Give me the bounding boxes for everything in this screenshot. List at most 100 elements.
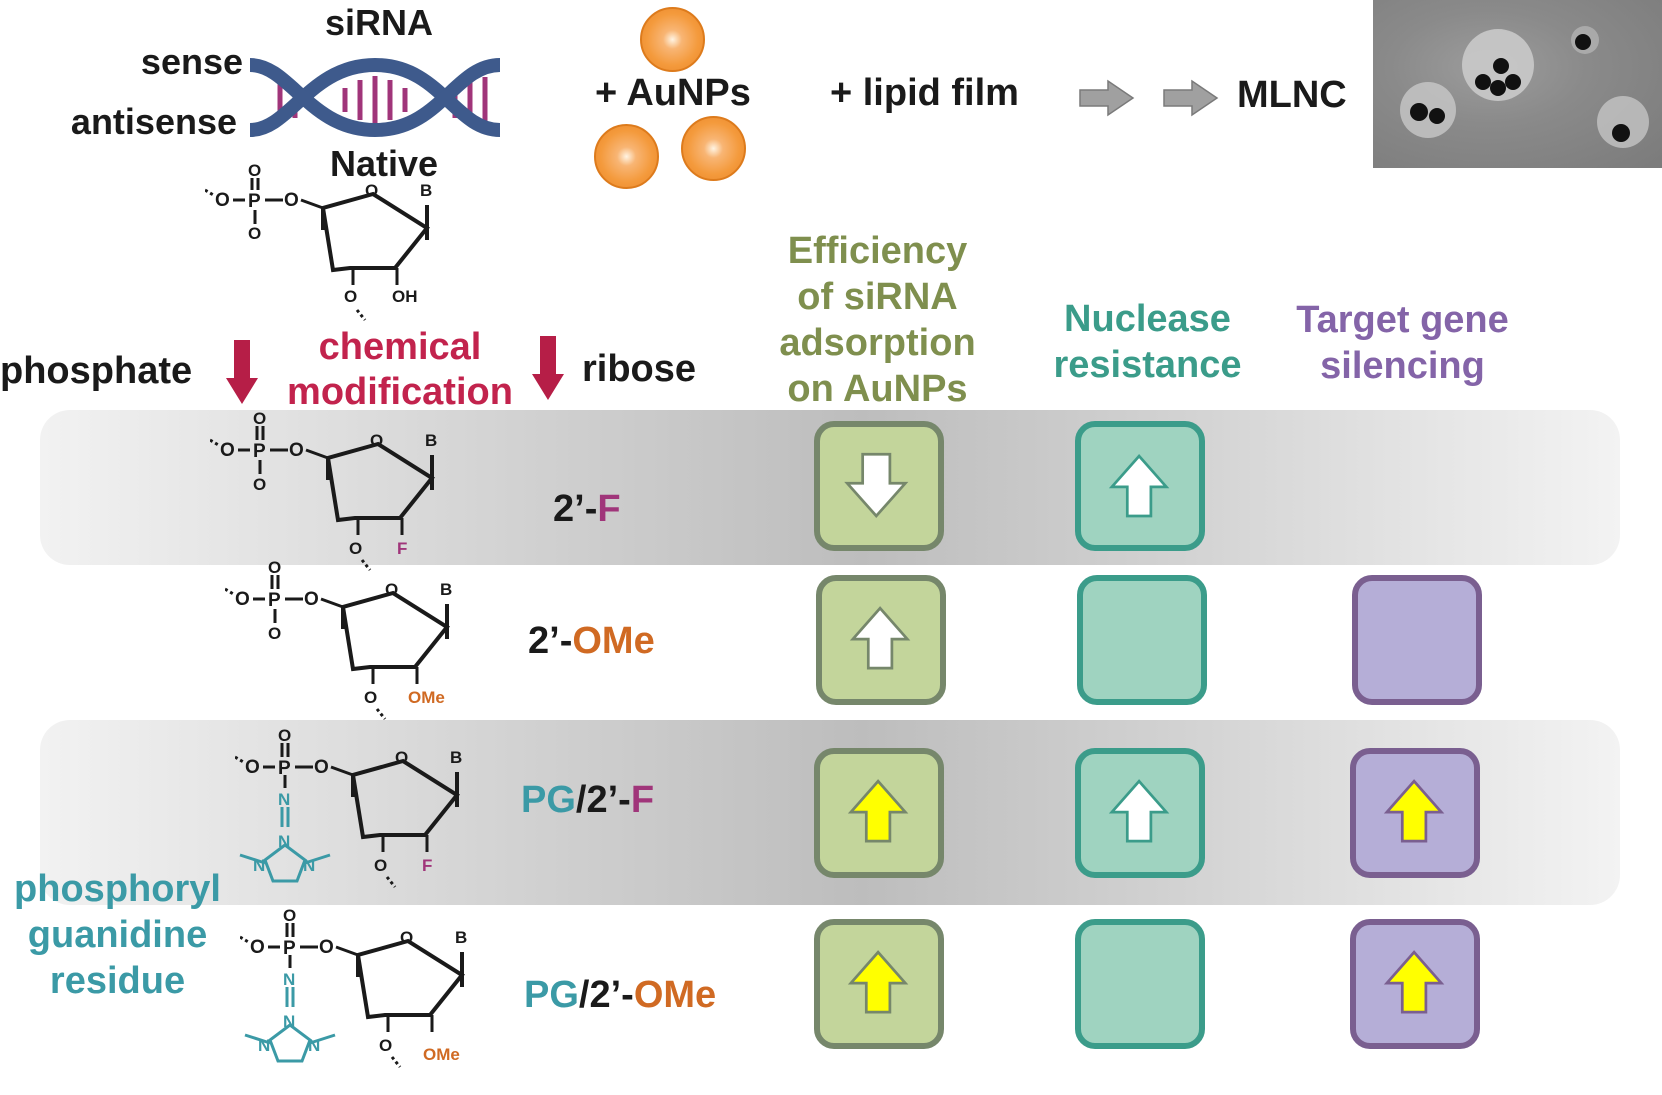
nucleotide-2ome-structure: O P O O O O B O OMe bbox=[225, 558, 452, 720]
svg-text:OMe: OMe bbox=[423, 1045, 460, 1064]
process-arrow-icon bbox=[1163, 79, 1219, 117]
svg-text:O: O bbox=[314, 757, 329, 778]
column-header-silencing: Target gene silencing bbox=[1296, 299, 1509, 387]
svg-text:O: O bbox=[344, 287, 357, 306]
antisense-label: antisense bbox=[70, 101, 237, 142]
aunp-icon bbox=[594, 124, 659, 189]
svg-text:B: B bbox=[455, 928, 467, 947]
efficiency-2f-box bbox=[814, 421, 944, 551]
arrow-up-icon bbox=[1383, 779, 1445, 843]
svg-text:O: O bbox=[250, 937, 265, 958]
svg-text:N: N bbox=[283, 1012, 295, 1031]
nuclease-pg-2f-box bbox=[1075, 748, 1205, 878]
sense-label: sense bbox=[140, 41, 243, 82]
silencing-pg-2ome-box bbox=[1350, 919, 1480, 1049]
svg-text:OH: OH bbox=[392, 287, 418, 306]
arrow-up-icon bbox=[847, 779, 909, 843]
svg-text:O: O bbox=[385, 580, 398, 599]
modification-label: modification bbox=[287, 371, 513, 413]
efficiency-2ome-box bbox=[816, 575, 946, 705]
arrow-up-icon bbox=[1383, 950, 1445, 1014]
svg-text:F: F bbox=[397, 539, 407, 558]
row-label-pg-2ome: PG/2’-OMe bbox=[524, 974, 717, 1016]
svg-text:O: O bbox=[400, 928, 413, 947]
svg-text:N: N bbox=[303, 856, 315, 875]
svg-text:P: P bbox=[268, 590, 281, 611]
svg-text:B: B bbox=[440, 580, 452, 599]
mlnc-label: MLNC bbox=[1237, 74, 1347, 116]
svg-text:O: O bbox=[235, 589, 250, 610]
nuclease-2f-box bbox=[1075, 421, 1205, 551]
svg-text:O: O bbox=[395, 748, 408, 767]
arrow-up-icon bbox=[849, 606, 911, 670]
column-header-efficiency: Efficiency of siRNA adsorption on AuNPs bbox=[779, 230, 976, 410]
svg-text:P: P bbox=[253, 441, 266, 462]
svg-text:B: B bbox=[420, 181, 432, 200]
svg-text:N: N bbox=[253, 856, 265, 875]
sirna-helix-icon bbox=[250, 57, 501, 138]
svg-text:N: N bbox=[283, 970, 295, 989]
arrow-up-icon bbox=[847, 950, 909, 1014]
svg-text:N: N bbox=[308, 1036, 320, 1055]
svg-text:O: O bbox=[289, 440, 304, 461]
svg-text:O: O bbox=[268, 558, 281, 577]
svg-text:B: B bbox=[425, 431, 437, 450]
silencing-2ome-box bbox=[1352, 575, 1482, 705]
chem-p-label: P bbox=[248, 191, 261, 212]
svg-text:O: O bbox=[248, 161, 261, 180]
svg-text:P: P bbox=[278, 758, 291, 779]
svg-text:O: O bbox=[374, 856, 387, 875]
aunps-label: + AuNPs bbox=[595, 72, 751, 114]
efficiency-pg-2f-box bbox=[814, 748, 944, 878]
svg-text:OMe: OMe bbox=[408, 688, 445, 707]
svg-text:N: N bbox=[278, 832, 290, 851]
native-nucleotide-structure: O P O O O O B O OH bbox=[205, 161, 432, 321]
svg-text:P: P bbox=[283, 938, 296, 959]
svg-text:O: O bbox=[220, 440, 235, 461]
pg-residue-label: phosphoryl guanidine residue bbox=[14, 868, 221, 1002]
tem-micrograph-image bbox=[1373, 0, 1662, 168]
chemical-label: chemical bbox=[318, 326, 482, 368]
svg-text:O: O bbox=[319, 937, 334, 958]
down-arrow-icon bbox=[226, 340, 258, 404]
efficiency-pg-2ome-box bbox=[814, 919, 944, 1049]
arrow-up-icon bbox=[1108, 453, 1170, 518]
native-label: Native bbox=[330, 143, 439, 184]
process-arrow-icon bbox=[1079, 79, 1135, 117]
lipid-film-label: + lipid film bbox=[830, 72, 1019, 114]
svg-text:O: O bbox=[278, 726, 291, 745]
row-label-2ome: 2’-OMe bbox=[528, 620, 655, 662]
aunp-icon bbox=[681, 116, 746, 181]
arrow-up-icon bbox=[1108, 779, 1170, 843]
phosphate-label: phosphate bbox=[0, 350, 193, 392]
svg-text:O: O bbox=[349, 539, 362, 558]
silencing-pg-2f-box bbox=[1350, 748, 1480, 878]
row-label-pg-2f: PG/2’-F bbox=[521, 779, 655, 821]
svg-text:O: O bbox=[370, 431, 383, 450]
svg-text:O: O bbox=[304, 589, 319, 610]
svg-text:B: B bbox=[450, 748, 462, 767]
svg-text:N: N bbox=[258, 1036, 270, 1055]
ribose-label: ribose bbox=[582, 348, 697, 390]
arrow-down-icon bbox=[844, 452, 909, 519]
nuclease-2ome-box bbox=[1077, 575, 1207, 705]
nucleotide-2f-structure: O P O O O O B O F bbox=[210, 409, 437, 571]
down-arrow-icon bbox=[532, 336, 564, 400]
nucleotide-pg-2f-structure: O P O O O B O F N N N N bbox=[235, 726, 462, 888]
svg-text:O: O bbox=[248, 224, 261, 243]
nuclease-pg-2ome-box bbox=[1075, 919, 1205, 1049]
chem-o-label: O bbox=[215, 190, 230, 211]
svg-text:O: O bbox=[379, 1036, 392, 1055]
svg-text:O: O bbox=[245, 757, 260, 778]
nucleotide-pg-2ome-structure: O P O O O B O OMe N N N N bbox=[240, 906, 467, 1068]
svg-text:O: O bbox=[283, 906, 296, 925]
svg-text:O: O bbox=[364, 688, 377, 707]
svg-text:O: O bbox=[253, 475, 266, 494]
aunp-icon bbox=[640, 7, 705, 72]
svg-text:O: O bbox=[253, 409, 266, 428]
column-header-nuclease: Nuclease resistance bbox=[1053, 298, 1242, 386]
row-label-2f: 2’-F bbox=[553, 488, 621, 530]
sirna-label: siRNA bbox=[325, 2, 434, 43]
svg-text:F: F bbox=[422, 856, 432, 875]
svg-text:N: N bbox=[278, 790, 290, 809]
